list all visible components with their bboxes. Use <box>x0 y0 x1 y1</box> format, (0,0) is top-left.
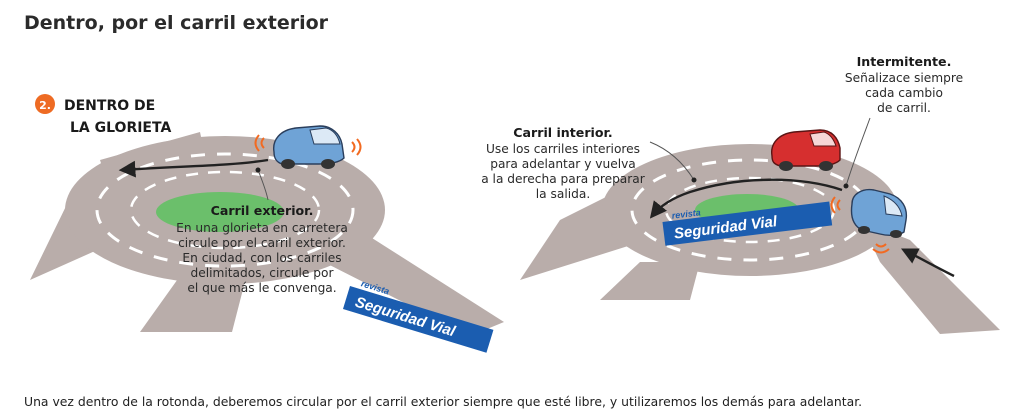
step-badge: 2. <box>35 94 55 114</box>
left-annotation-line: circule por el carril exterior. <box>178 236 346 250</box>
interior-annotation-line: Use los carriles interiores <box>486 142 640 156</box>
left-annotation-line: delimitados, circule por <box>190 266 334 280</box>
left-annotation-line: En una glorieta en carretera <box>176 221 348 235</box>
blue-car-right <box>830 188 908 254</box>
right-road-arm-east <box>860 220 1000 334</box>
signal-annotation-line: de carril. <box>877 101 931 115</box>
logo-right-small: revista <box>671 207 701 220</box>
right-incoming-arrow <box>900 248 955 278</box>
logo-right: revista Seguridad Vial <box>662 201 833 246</box>
step-number: 2. <box>39 99 51 112</box>
red-car <box>771 129 841 171</box>
left-annotation: Carril exterior. En una glorieta en carr… <box>176 203 348 295</box>
left-annotation-line: En ciudad, con los carriles <box>182 251 341 265</box>
right-roundabout <box>520 117 1000 334</box>
left-route-arrow <box>118 158 269 178</box>
signal-annotation-line: Señalizace siempre <box>845 71 963 85</box>
blue-car-left <box>254 125 362 169</box>
left-roundabout <box>30 132 504 336</box>
interior-annotation-line: para adelantar y vuelva <box>490 157 636 171</box>
left-annotation-line: el que más le convenga. <box>187 281 336 295</box>
interior-annotation-line: a la derecha para preparar <box>481 172 646 186</box>
signal-annotation: Intermitente. Señalizace siempre cada ca… <box>845 54 963 115</box>
right-route-arrow <box>649 178 843 219</box>
left-road-arm-southeast <box>300 238 504 336</box>
roundabout-illustration: 2. DENTRO DE LA GLORIETA Carril exterior… <box>30 54 1000 353</box>
interior-annotation: Carril interior. Use los carriles interi… <box>481 125 646 201</box>
step-label-line2: LA GLORIETA <box>70 120 171 136</box>
signal-annotation-heading: Intermitente. <box>857 54 952 69</box>
signal-annotation-line: cada cambio <box>865 86 943 100</box>
right-road-arm-south <box>600 262 700 300</box>
left-annotation-heading: Carril exterior. <box>211 203 314 218</box>
left-central-island <box>156 192 284 232</box>
interior-annotation-heading: Carril interior. <box>513 125 612 140</box>
interior-annotation-line: la salida. <box>536 187 590 201</box>
step-label-line1: DENTRO DE <box>64 98 155 114</box>
caption: Una vez dentro de la rotonda, deberemos … <box>24 394 863 409</box>
page-title: Dentro, por el carril exterior <box>24 12 329 34</box>
